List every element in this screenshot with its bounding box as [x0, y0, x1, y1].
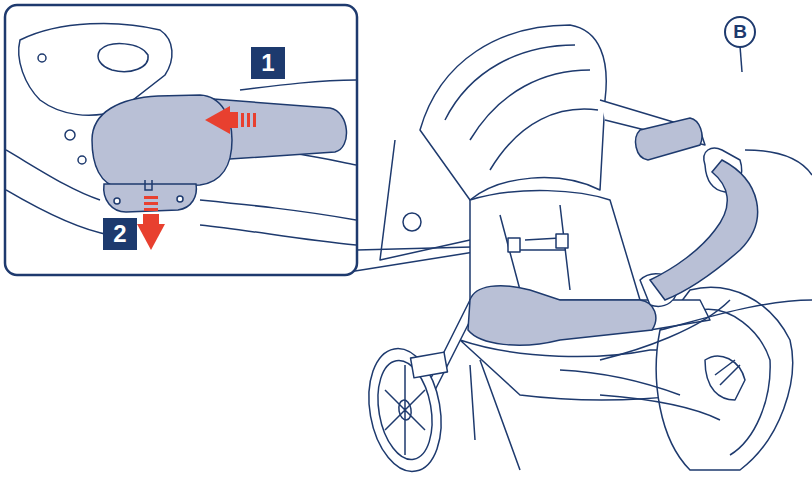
pull-arrow — [137, 196, 165, 250]
line-art — [247, 113, 250, 127]
bumper-bar-detail — [92, 95, 346, 212]
line-art — [556, 234, 568, 248]
line-art — [490, 109, 598, 170]
line-art — [144, 196, 158, 199]
armrest — [468, 286, 656, 346]
detail-inset — [5, 5, 357, 275]
line-art — [78, 156, 86, 164]
line-art — [241, 113, 244, 127]
stroller-drawing — [360, 25, 812, 477]
line-art — [145, 180, 152, 190]
line-art — [500, 205, 570, 290]
line-art — [137, 224, 165, 250]
line-art — [700, 309, 770, 455]
line-art — [745, 150, 812, 175]
line-art — [98, 44, 148, 72]
line-art — [660, 300, 812, 330]
line-art — [445, 45, 575, 120]
line-art — [411, 352, 448, 378]
line-art — [508, 238, 520, 252]
bumper-bar-parts — [468, 118, 758, 345]
part-letter: B — [724, 16, 756, 48]
line-art — [380, 140, 470, 260]
line-art — [230, 112, 238, 128]
detail-drawing — [6, 23, 356, 250]
line-art — [143, 214, 159, 224]
line-art — [715, 360, 740, 385]
line-art — [144, 208, 158, 211]
handle-clip — [636, 118, 702, 160]
line-art — [104, 184, 197, 212]
line-art — [705, 356, 745, 400]
line-art — [205, 106, 230, 134]
line-art — [420, 25, 606, 200]
line-art — [470, 191, 640, 300]
leader-line — [740, 46, 742, 72]
callout-number: 1 — [251, 47, 285, 79]
line-art — [403, 213, 421, 231]
line-art — [470, 360, 520, 470]
line-art — [253, 113, 256, 127]
push-arrow — [205, 106, 256, 134]
line-art — [114, 198, 120, 204]
line-art — [6, 23, 356, 245]
line-art — [385, 365, 425, 455]
line-art — [92, 95, 232, 188]
line-art — [144, 202, 158, 205]
line-art — [177, 196, 183, 202]
line-art — [560, 370, 720, 420]
line-art — [470, 70, 590, 140]
line-art — [65, 130, 75, 140]
line-art — [200, 200, 356, 245]
line-art — [360, 343, 450, 477]
handle-bar — [650, 160, 758, 300]
line-art — [38, 54, 46, 62]
callout-number: 2 — [103, 218, 137, 250]
